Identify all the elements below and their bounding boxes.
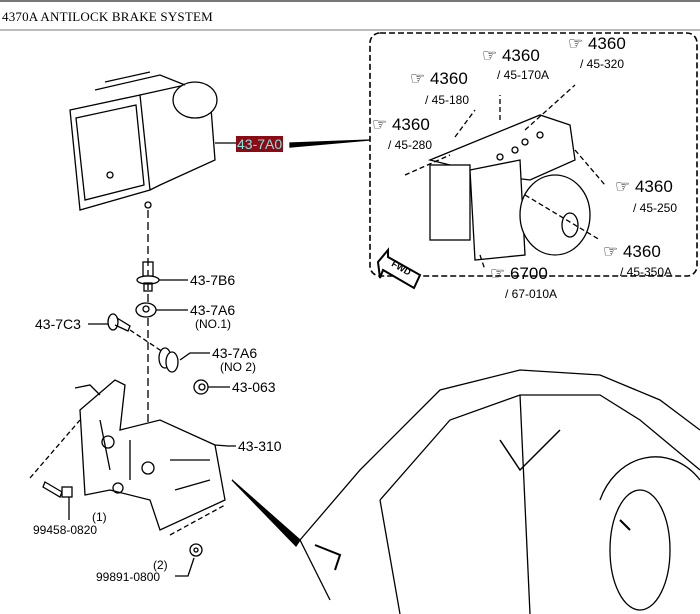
ref-code-text: 4360 <box>501 46 540 65</box>
ref-page: / 45-350A <box>620 265 673 279</box>
abs-unit-drawing <box>69 71 218 211</box>
ref-code[interactable]: ☞ 4360 <box>372 115 430 134</box>
part-label-nut2[interactable]: 99891-0800 <box>96 570 161 584</box>
ref-page: / 45-180 <box>425 93 470 107</box>
part-qty-bolt1: (1) <box>92 510 107 524</box>
title-bar: 4370A ANTILOCK BRAKE SYSTEM <box>0 0 700 31</box>
callout-arrow <box>289 139 371 148</box>
ref-code[interactable]: ☞ 4360 <box>482 46 540 65</box>
ref-code-text: 4360 <box>429 69 468 88</box>
part-note-insulator1: (NO.1) <box>195 317 231 331</box>
part-qty-nut2: (2) <box>153 558 168 572</box>
collar-drawing <box>193 379 209 395</box>
ref-code[interactable]: ☞ 6700 <box>490 264 548 283</box>
callout-arrow-car <box>231 479 301 548</box>
abs-detail-drawing <box>404 84 606 271</box>
vehicle-drawing <box>299 369 700 614</box>
part-label-insulator2[interactable]: 43-7A6 <box>212 345 258 361</box>
bolt1-drawing <box>42 481 73 498</box>
ref-code-text: 4360 <box>622 242 661 261</box>
page-title: 4370A ANTILOCK BRAKE SYSTEM <box>2 9 213 24</box>
ref-page: / 67-010A <box>505 287 558 301</box>
part-label-abs-unit[interactable]: 43-7A0 <box>236 136 284 152</box>
insulator2-drawing <box>158 347 179 373</box>
ref-code[interactable]: ☞ 4360 <box>603 242 661 261</box>
ref-code-text: 4360 <box>634 177 673 196</box>
nut2-drawing <box>189 543 203 557</box>
part-note-insulator2: (NO 2) <box>220 360 256 374</box>
part-label-collar[interactable]: 43-063 <box>232 379 276 395</box>
part-label-stud[interactable]: 43-7B6 <box>190 272 236 288</box>
ref-code-text: 4360 <box>391 115 430 134</box>
part-label-bolt1[interactable]: 99458-0820 <box>33 523 98 537</box>
part-label-insulator1[interactable]: 43-7A6 <box>190 302 236 318</box>
ref-page: / 45-280 <box>388 138 433 152</box>
ref-page: / 45-320 <box>580 57 625 71</box>
bracket-drawing <box>74 379 226 531</box>
ref-code[interactable]: ☞ 4360 <box>410 69 468 88</box>
fwd-arrow <box>376 247 422 290</box>
part-label-bracket[interactable]: 43-310 <box>238 438 282 454</box>
ref-code-text: 4360 <box>587 34 626 53</box>
ref-code-text: 6700 <box>509 264 548 283</box>
detail-box <box>369 32 698 277</box>
insulator1-drawing <box>135 302 157 318</box>
ref-page: / 45-170A <box>497 68 550 82</box>
bolt-7c3-drawing <box>107 313 131 332</box>
ref-page: / 45-250 <box>633 201 678 215</box>
ref-code[interactable]: ☞ 4360 <box>568 34 626 53</box>
part-label-bolt-7c3[interactable]: 43-7C3 <box>35 316 81 332</box>
ref-code[interactable]: ☞ 4360 <box>615 177 673 196</box>
